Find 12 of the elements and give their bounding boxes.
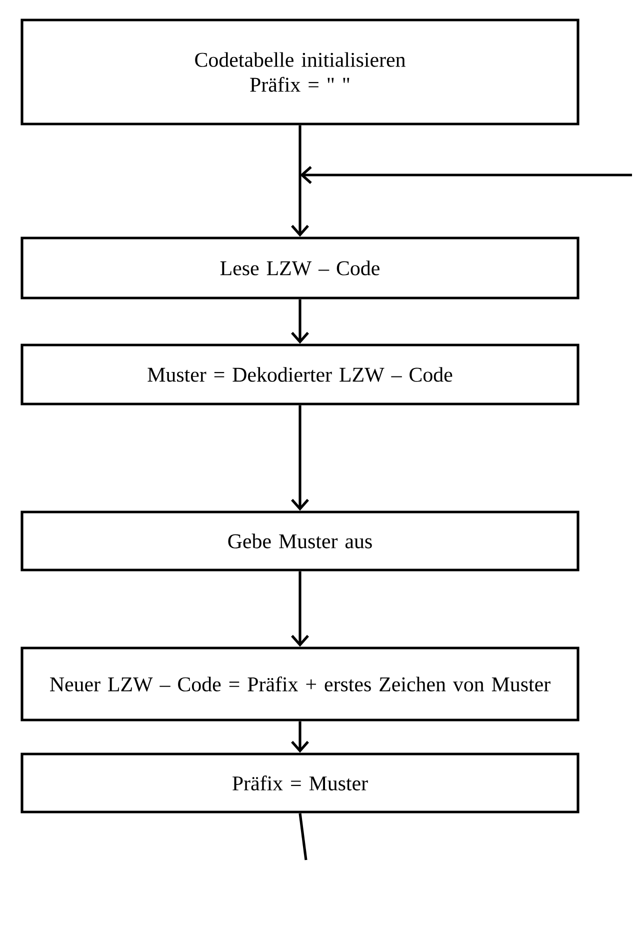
arrow	[291, 125, 309, 237]
arrow	[291, 571, 309, 647]
process-box: Neuer LZW – Code = Präfix + erstes Zeichen von Muster	[20, 646, 580, 722]
arrow	[291, 405, 309, 511]
process-box: Präfix = Muster	[20, 752, 580, 814]
process-box: Gebe Muster aus	[20, 510, 580, 572]
process-box: Lese LZW – Code	[20, 236, 580, 300]
arrow	[291, 721, 309, 753]
arrow	[291, 299, 309, 344]
process-box: Muster = Dekodierter LZW – Code	[20, 344, 580, 406]
arrow	[300, 166, 632, 184]
process-box: Codetabelle initialisieren Präfix = " "	[20, 18, 580, 126]
